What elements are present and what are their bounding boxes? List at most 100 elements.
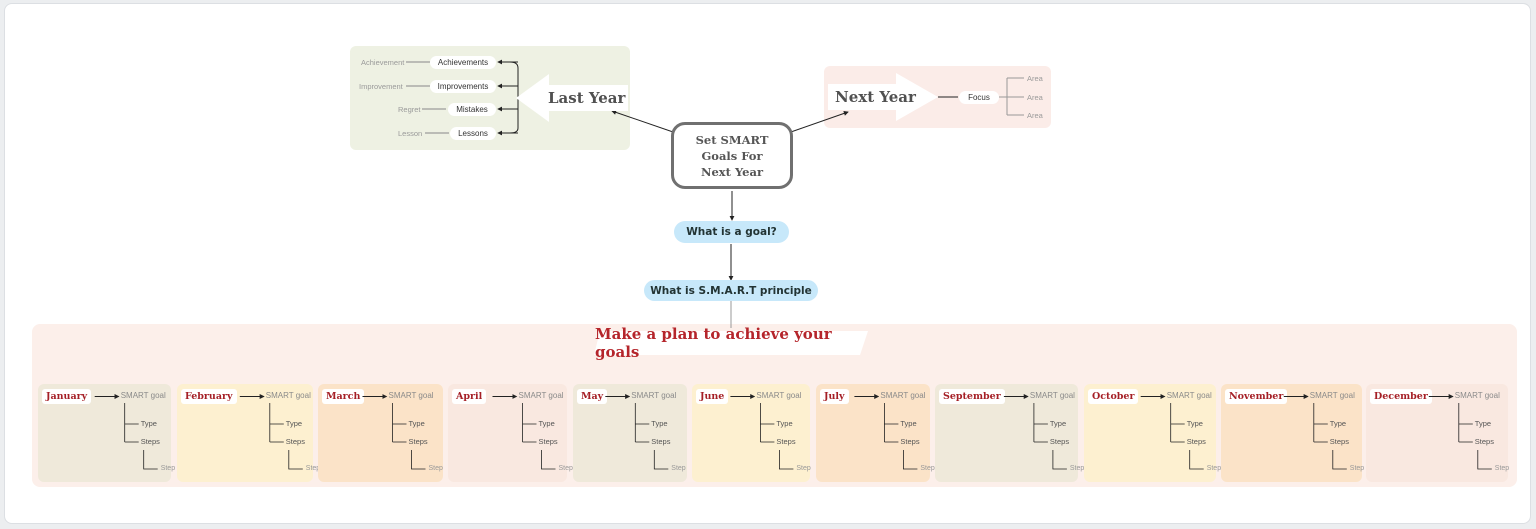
steps-node[interactable]: Steps [1049,437,1070,446]
step-node[interactable]: Step [305,465,321,472]
step-node[interactable]: Step [558,465,573,472]
smart-goal-node[interactable]: SMART goal [518,391,564,400]
steps-node[interactable]: Steps [900,437,920,446]
area-node[interactable]: Area [1027,93,1043,102]
plan-title-text: Make a plan to achieve your goals [595,324,832,361]
what-is-smart-node[interactable]: What is S.M.A.R.T principle [644,280,818,301]
step-node[interactable]: Step [1494,465,1510,472]
month-connectors [1003,394,1067,470]
focus-node[interactable]: Focus [959,91,999,104]
type-node[interactable]: Type [651,419,668,428]
step-node[interactable]: Step [1206,465,1222,472]
step-node[interactable]: Step [1349,465,1365,472]
what-is-goal-node[interactable]: What is a goal? [674,221,789,243]
smart-goal-node[interactable]: SMART goal [880,391,926,400]
area-node[interactable]: Area [1027,74,1043,83]
last-year-title[interactable]: Last Year [548,89,626,107]
step-node[interactable]: Step [920,465,935,472]
last-year-row-label: Achievement [361,58,405,67]
type-node[interactable]: Type [1049,419,1067,428]
steps-node[interactable]: Steps [408,437,428,446]
month-connectors [1140,394,1204,470]
type-node[interactable]: Type [1474,419,1492,428]
month-label[interactable]: June [696,389,729,404]
month-label[interactable]: October [1088,389,1139,404]
smart-goal-node[interactable]: SMART goal [1166,391,1212,400]
step-node[interactable]: Step [671,465,686,472]
smart-goal-node[interactable]: SMART goal [756,391,802,400]
month-label[interactable]: November [1225,389,1288,404]
plan-title[interactable]: Make a plan to achieve your goals [595,325,870,361]
type-node[interactable]: Type [285,419,303,428]
type-node[interactable]: Type [1329,419,1347,428]
step-node[interactable]: Step [1069,465,1085,472]
steps-node[interactable]: Steps [1474,437,1494,446]
steps-node[interactable]: Steps [1329,437,1349,446]
area-node[interactable]: Area [1027,111,1043,120]
smart-goal-node[interactable]: SMART goal [120,391,166,400]
type-node[interactable]: Type [900,419,917,428]
type-node[interactable]: Type [1186,419,1203,428]
smart-goal-node[interactable]: SMART goal [265,391,311,400]
step-node[interactable]: Step [428,465,443,472]
month-connectors [1428,394,1492,470]
step-node[interactable]: Step [160,465,176,472]
last-year-row-label: Improvement [359,82,403,91]
last-year-row-label: Lesson [398,129,423,138]
type-node[interactable]: Type [538,419,555,428]
month-label[interactable]: January [42,389,92,404]
next-year-title[interactable]: Next Year [835,88,916,106]
smart-goal-node[interactable]: SMART goal [388,391,434,400]
type-node[interactable]: Type [776,419,793,428]
type-node[interactable]: Type [408,419,425,428]
month-connectors [854,394,918,470]
steps-node[interactable]: Steps [538,437,558,446]
month-label[interactable]: May [577,389,608,404]
smart-goal-node[interactable]: SMART goal [1309,391,1355,400]
central-topic[interactable]: Set SMART Goals For Next Year [671,122,793,189]
month-connectors [362,394,426,470]
month-label[interactable]: April [452,389,487,404]
month-label[interactable]: March [322,389,365,404]
month-connectors [239,394,303,470]
mistakes-node[interactable]: Mistakes [448,103,496,116]
steps-node[interactable]: Steps [140,437,160,446]
month-label[interactable]: July [820,389,849,404]
achievements-node[interactable]: Achievements [430,56,496,69]
smart-goal-node[interactable]: SMART goal [1029,391,1075,400]
steps-node[interactable]: Steps [776,437,796,446]
smart-goal-node[interactable]: SMART goal [1454,391,1500,400]
month-label[interactable]: February [181,389,237,404]
central-topic-text: Set SMART Goals For Next Year [695,132,769,179]
month-label[interactable]: September [939,389,1005,404]
steps-node[interactable]: Steps [651,437,671,446]
steps-node[interactable]: Steps [1186,437,1206,446]
step-node[interactable]: Step [796,465,811,472]
last-year-arrow-shape [516,74,628,122]
month-connectors [1283,394,1347,470]
improvements-node[interactable]: Improvements [430,80,496,93]
month-connectors [730,394,794,470]
month-connectors [605,394,669,470]
type-node[interactable]: Type [140,419,157,428]
month-label[interactable]: December [1370,389,1432,404]
next-year-arrow-shape [828,73,938,121]
smart-goal-node[interactable]: SMART goal [631,391,677,400]
month-connectors [94,394,158,470]
last-year-row-label: Regret [398,105,421,114]
month-connectors [492,394,556,470]
steps-node[interactable]: Steps [285,437,305,446]
lessons-node[interactable]: Lessons [450,127,496,140]
